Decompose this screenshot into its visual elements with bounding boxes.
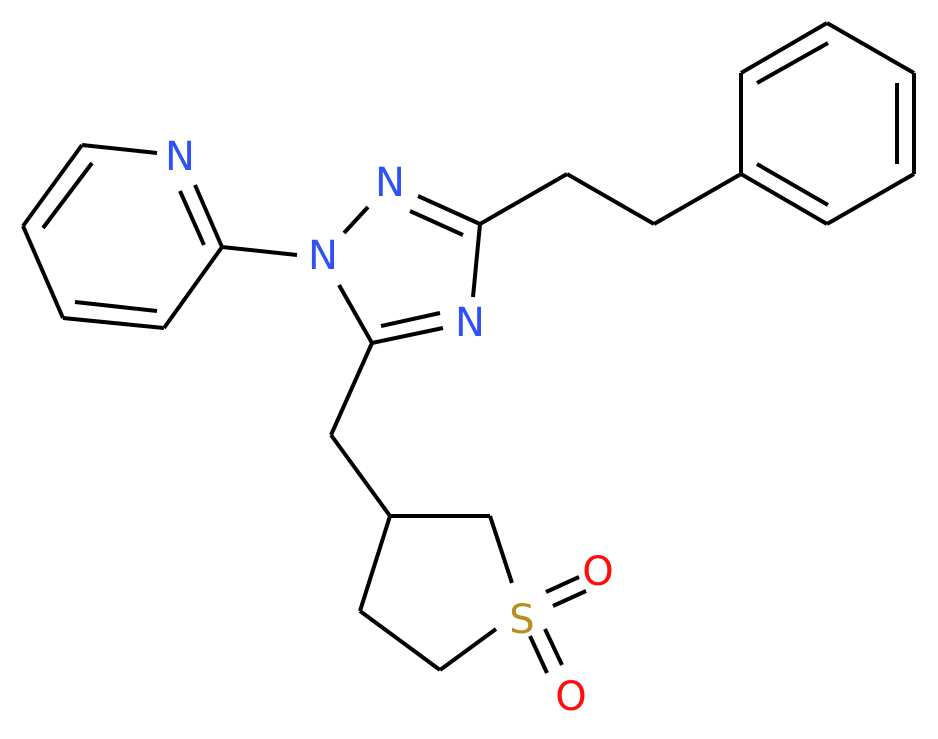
bond-line	[329, 433, 392, 518]
bond-line	[178, 190, 206, 246]
bond-line	[162, 245, 224, 330]
bond-line	[756, 41, 829, 85]
bond-line	[221, 245, 298, 257]
bond-line	[62, 316, 165, 330]
bond-line	[74, 300, 158, 313]
bond-line	[755, 162, 830, 207]
atom-labels: N N N N S O O	[165, 134, 614, 720]
triazole-n1-label: N	[308, 233, 338, 279]
bond-line	[653, 172, 742, 226]
bond-line	[552, 589, 587, 608]
pyridine-nitrogen-label: N	[165, 134, 195, 180]
bond-line	[471, 223, 482, 298]
bond-line	[566, 172, 655, 226]
bond-line	[438, 627, 498, 672]
sulfur-label: S	[509, 597, 534, 643]
bond-line	[358, 609, 442, 672]
bond-line	[193, 184, 224, 248]
bond-line	[739, 21, 829, 75]
triazole-n4-label: N	[455, 300, 485, 346]
bond-line	[371, 326, 444, 345]
oxygen-top-label: O	[582, 549, 613, 595]
bond-line	[488, 515, 514, 584]
bond-line	[543, 628, 564, 666]
bond-line	[417, 194, 481, 226]
bond-line	[329, 342, 374, 436]
bond-line	[81, 143, 158, 155]
bond-line	[41, 161, 94, 230]
bond-line	[409, 209, 464, 237]
bond-line	[479, 172, 568, 226]
bond-line	[337, 284, 374, 344]
bond-line	[739, 172, 829, 226]
bond-line	[21, 225, 65, 319]
bond-line	[358, 515, 392, 612]
bond-line	[21, 143, 84, 228]
bond-line	[380, 311, 441, 328]
triazole-n2-label: N	[375, 160, 405, 206]
bond-line	[826, 21, 915, 75]
bond-line	[342, 205, 370, 235]
bond-line	[545, 575, 580, 594]
bond-line	[528, 635, 549, 674]
bond-lines	[21, 21, 916, 674]
oxygen-bottom-label: O	[555, 674, 586, 720]
bond-line	[826, 172, 915, 226]
